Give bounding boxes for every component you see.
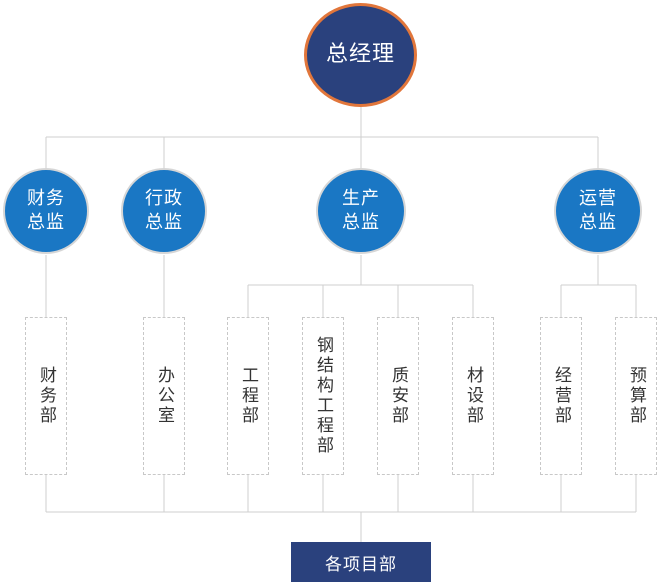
department-box: 经营部 — [540, 317, 582, 475]
department-label: 质安部 — [388, 366, 408, 426]
director-label: 生产 总监 — [342, 188, 380, 233]
department-label: 材设部 — [463, 366, 483, 426]
director-node-admin: 行政 总监 — [121, 168, 207, 254]
department-box: 工程部 — [227, 317, 269, 475]
department-label: 办公室 — [154, 366, 174, 426]
project-departments-label: 各项目部 — [325, 554, 397, 575]
director-label: 财务 总监 — [27, 188, 65, 233]
department-box: 钢结构工程部 — [302, 317, 344, 475]
general-manager-label: 总经理 — [325, 42, 395, 67]
department-label: 钢结构工程部 — [313, 336, 333, 456]
department-box: 办公室 — [143, 317, 185, 475]
director-node-operations: 运营 总监 — [554, 168, 642, 254]
department-label: 经营部 — [551, 366, 571, 426]
department-label: 财务部 — [36, 366, 56, 426]
project-departments-node: 各项目部 — [291, 542, 431, 582]
department-label: 预算部 — [626, 366, 646, 426]
department-box: 预算部 — [615, 317, 657, 475]
general-manager-node: 总经理 — [304, 3, 417, 107]
director-node-production: 生产 总监 — [316, 168, 406, 254]
director-label: 运营 总监 — [579, 188, 617, 233]
director-label: 行政 总监 — [145, 188, 183, 233]
director-node-finance: 财务 总监 — [3, 168, 89, 254]
department-box: 材设部 — [452, 317, 494, 475]
department-label: 工程部 — [238, 366, 258, 426]
department-box: 质安部 — [377, 317, 419, 475]
department-box: 财务部 — [25, 317, 67, 475]
